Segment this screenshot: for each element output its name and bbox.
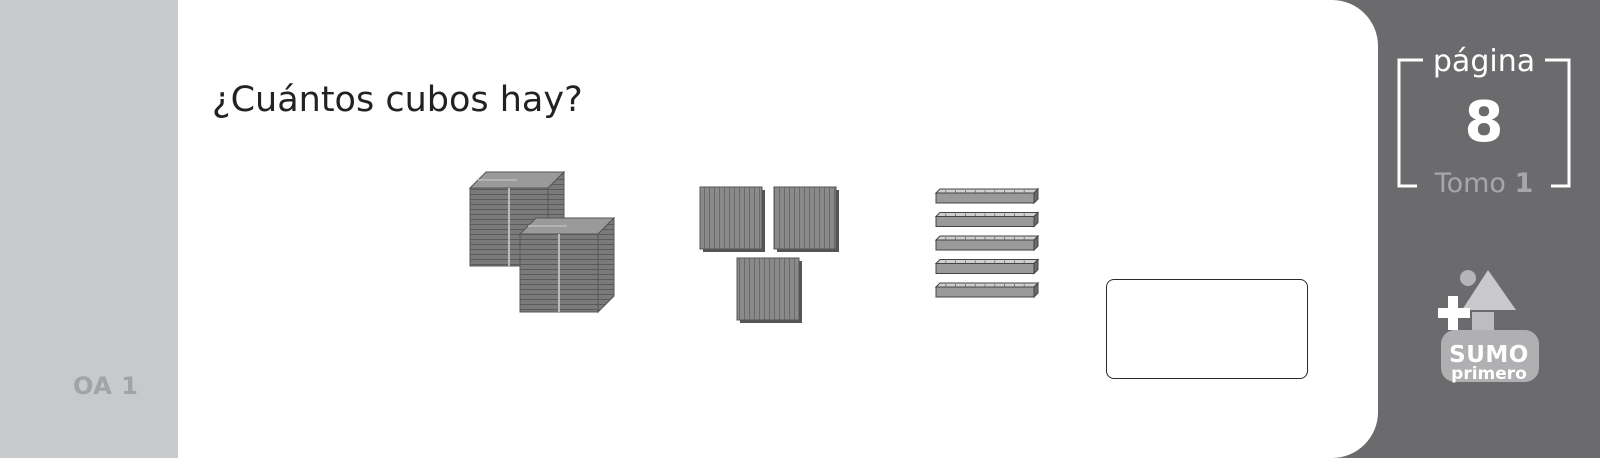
mascot-head-icon — [1460, 270, 1476, 286]
volume-number: 1 — [1514, 168, 1534, 199]
page-number: 8 — [1464, 90, 1504, 155]
question-text: ¿Cuántos cubos hay? — [212, 80, 583, 120]
thousand-cube-block — [518, 216, 616, 314]
hundred-flat-block — [736, 257, 802, 323]
left-margin-band: OA 1 — [0, 0, 178, 458]
ten-rod-block — [934, 211, 1040, 228]
page-word: página — [1432, 44, 1536, 79]
ten-rod-block — [934, 281, 1040, 299]
triangle-shape-icon — [1462, 270, 1516, 310]
volume-label: Tomo 1 — [1395, 168, 1573, 199]
ten-rod-block — [934, 234, 1040, 252]
logo-plate — [1441, 330, 1539, 382]
logo-name: SUMO — [1449, 342, 1529, 368]
page-bracket-frame — [1397, 58, 1571, 188]
answer-box[interactable] — [1106, 279, 1308, 379]
hundred-flat-block — [773, 186, 839, 252]
logo-subtitle: primero — [1451, 364, 1527, 384]
ten-rod-block — [934, 258, 1040, 275]
volume-word: Tomo — [1434, 168, 1506, 199]
hundred-flat-block — [699, 186, 765, 252]
ten-rod-block — [934, 187, 1040, 205]
page-badge: página 8 Tomo 1 — [1395, 40, 1573, 200]
learning-objective-label: OA 1 — [73, 372, 139, 400]
sumo-primero-logo — [1438, 270, 1539, 382]
